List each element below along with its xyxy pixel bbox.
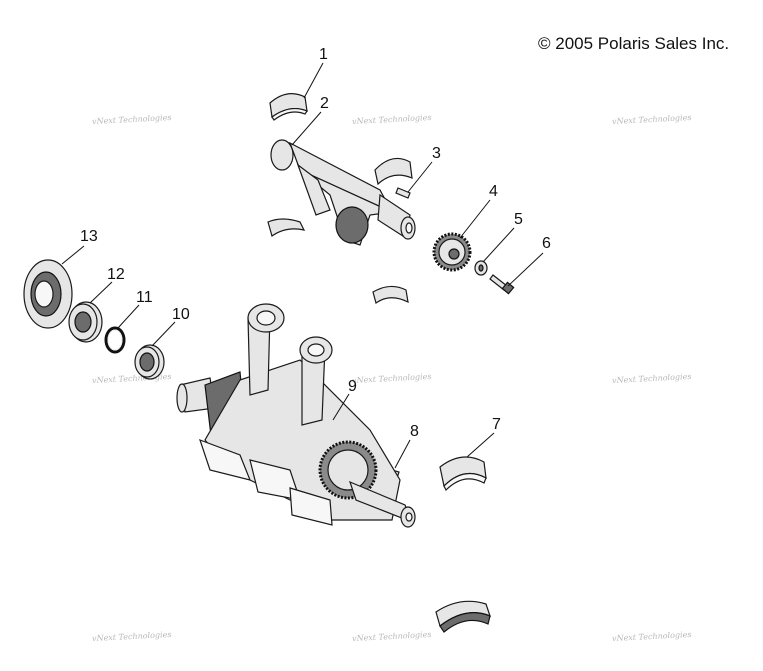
callout-1: 1: [319, 46, 328, 63]
seal-13: [23, 259, 73, 329]
bearing-shell-lower-right: [372, 285, 409, 304]
leader-line-11: [117, 304, 140, 329]
leader-line-5: [482, 227, 515, 263]
callout-7: 7: [492, 416, 501, 433]
leader-line-2: [291, 111, 322, 146]
leader-line-1: [303, 62, 324, 99]
callout-2: 2: [320, 95, 329, 112]
bearing-10: [134, 344, 165, 380]
crankshaft-9: [176, 303, 416, 528]
leader-line-4: [459, 199, 491, 239]
leader-line-3: [407, 161, 433, 193]
leader-line-12: [89, 281, 113, 304]
callout-13: 13: [80, 228, 98, 245]
bolt-6: [489, 274, 515, 295]
leader-line-9: [332, 393, 350, 421]
washer-5: [474, 260, 488, 276]
leader-line-8: [394, 439, 411, 469]
callout-12: 12: [107, 266, 125, 283]
callout-11: 11: [136, 289, 153, 306]
callout-10: 10: [172, 306, 190, 323]
leader-line-13: [61, 245, 85, 265]
callout-9: 9: [348, 378, 357, 395]
leader-line-6: [507, 252, 544, 287]
callout-6: 6: [542, 235, 551, 252]
leader-line-7: [466, 432, 495, 458]
bearing-shell-7: [439, 456, 487, 492]
callout-4: 4: [489, 183, 498, 200]
balance-shaft-2: [270, 139, 416, 246]
circlip-11: [104, 326, 126, 354]
callout-3: 3: [432, 145, 441, 162]
gear-4: [432, 232, 472, 272]
bearing-shell-lower-left: [267, 218, 306, 237]
bearing-shell-bottom: [435, 600, 491, 633]
bearing-shell-upper: [374, 157, 413, 186]
leader-line-10: [151, 321, 176, 347]
callout-5: 5: [514, 211, 523, 228]
bearing-12: [68, 301, 103, 343]
copyright-notice: © 2005 Polaris Sales Inc.: [538, 34, 730, 53]
bearing-shell-1: [269, 93, 308, 121]
key-3: [395, 187, 411, 199]
callout-8: 8: [410, 423, 419, 440]
